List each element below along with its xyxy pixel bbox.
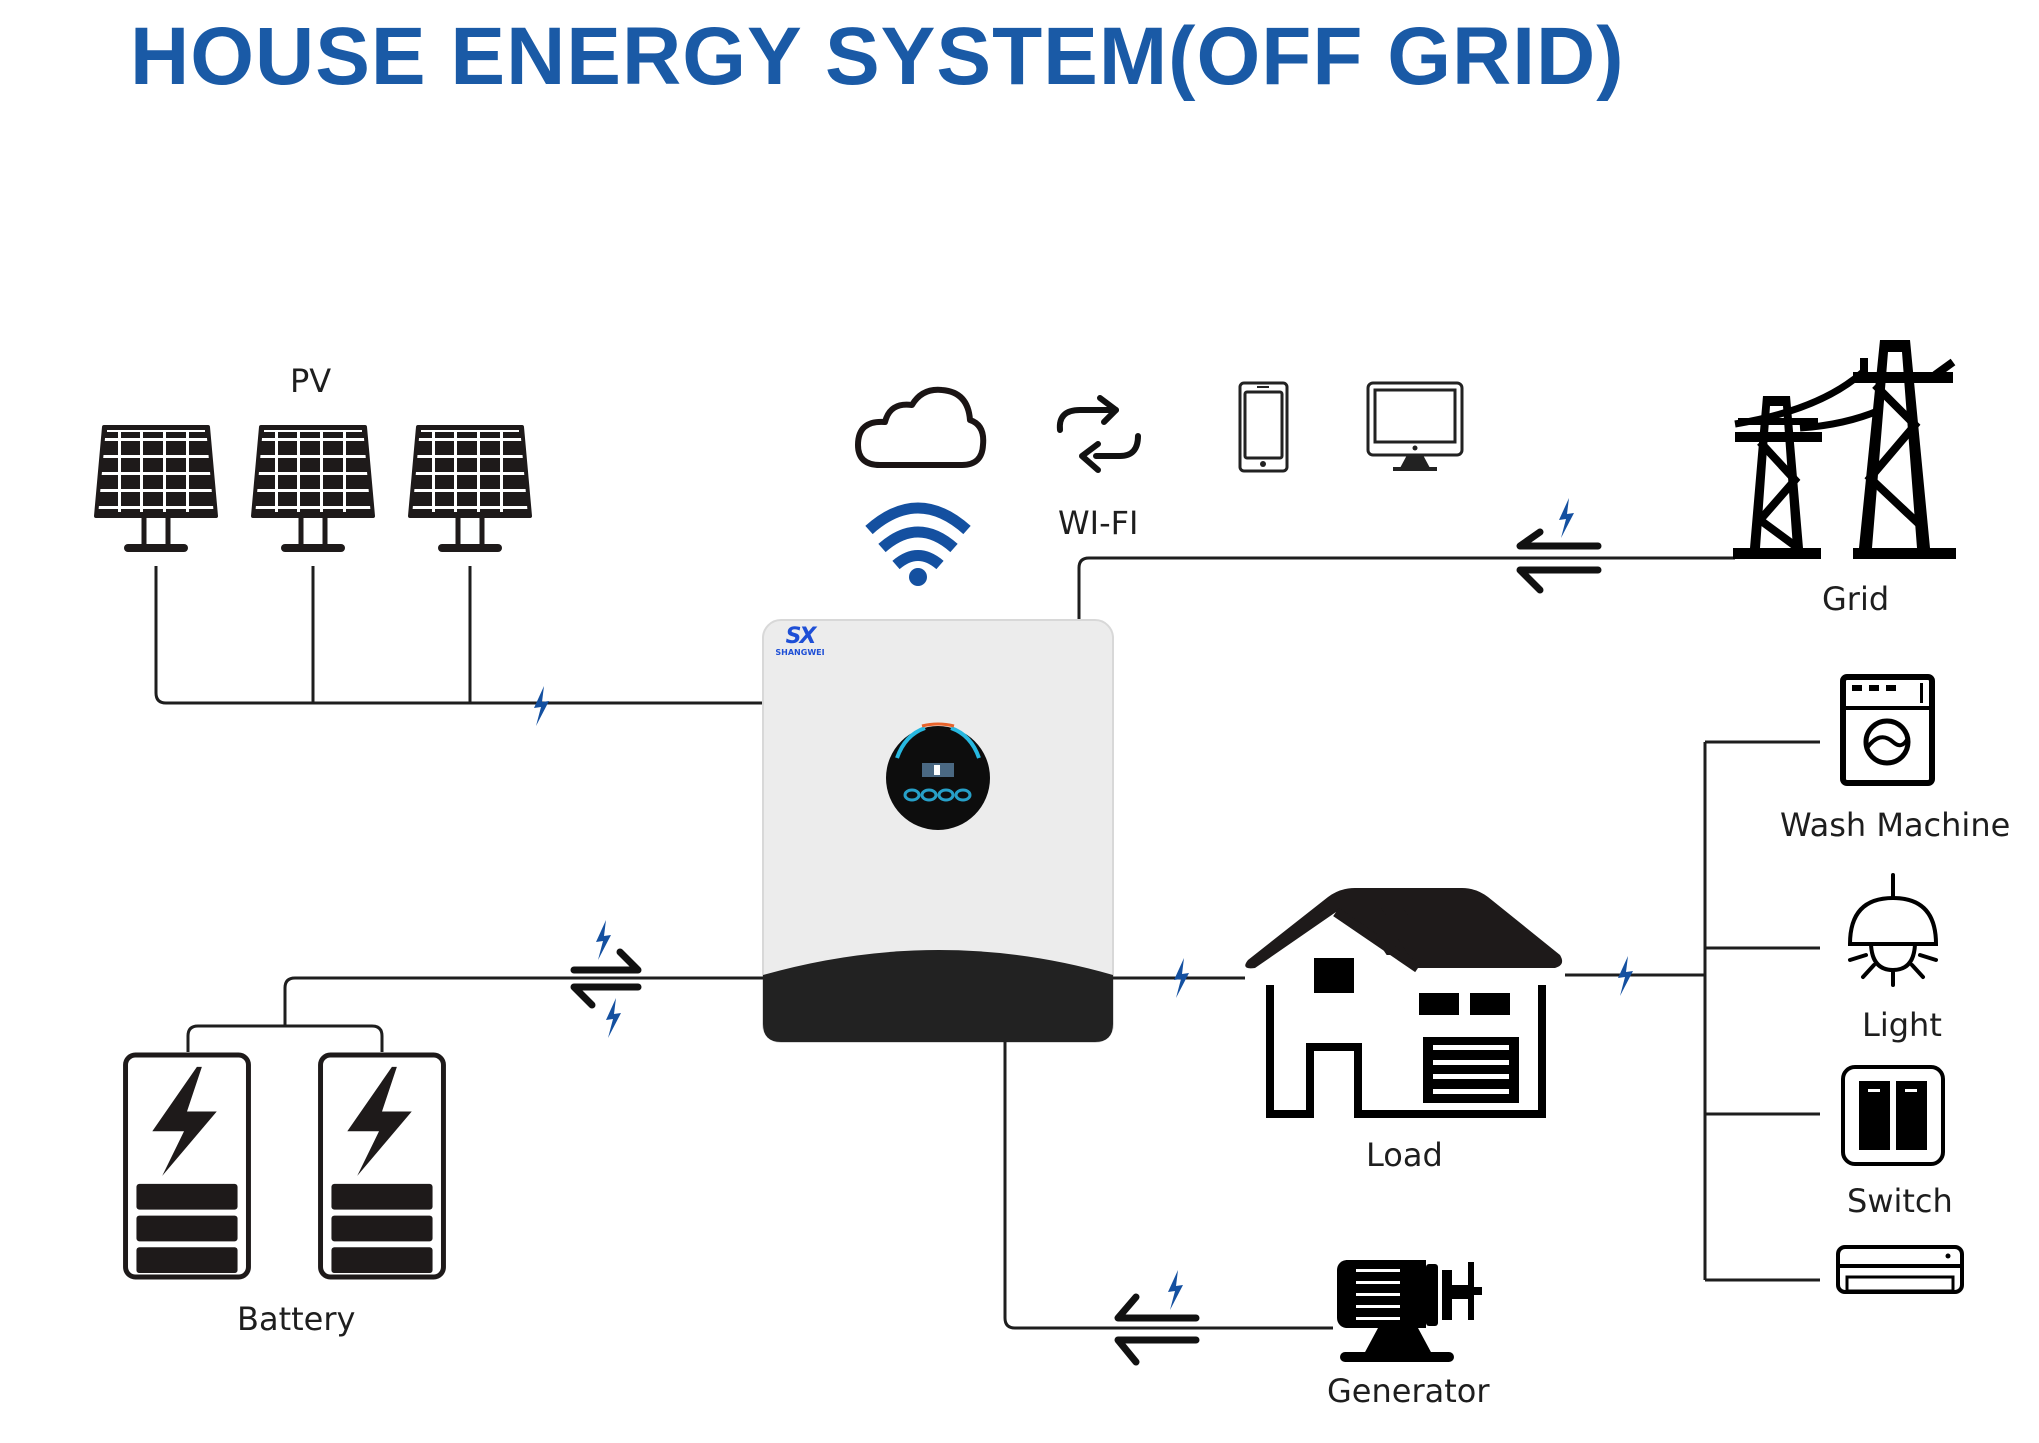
wifi-dot: [909, 568, 927, 586]
inverter-brand-logo: SX SHANGWEI: [770, 626, 830, 658]
generator-flow-bolt-icon: [1168, 1270, 1183, 1310]
inverter-device: [762, 619, 1114, 1043]
wifi-label: WI-FI: [1058, 504, 1139, 542]
appliance-label-wash-machine: Wash Machine: [1780, 806, 2011, 844]
wifi-icon: [865, 502, 971, 570]
smartphone-icon: [1238, 381, 1289, 473]
solar-panel-icon: [96, 427, 216, 552]
battery-icon: [126, 1055, 249, 1277]
brand-name: SHANGWEI: [775, 648, 825, 657]
battery-flow-bolt-icon: [596, 920, 611, 960]
generator-icon: [1337, 1260, 1482, 1362]
pv-panels: [96, 427, 530, 552]
grid-flow-bolt-icon: [1559, 498, 1574, 538]
grid-label: Grid: [1822, 580, 1890, 618]
pv-flow-bolt-icon: [534, 686, 549, 726]
grid-wiring: [1077, 556, 1735, 620]
solar-panel-icon: [410, 427, 530, 552]
monitor-icon: [1366, 381, 1464, 471]
solar-panel-icon: [253, 427, 373, 552]
appliance-label-light: Light: [1862, 1006, 1942, 1044]
battery-icon: [321, 1055, 444, 1277]
battery-label: Battery: [237, 1300, 356, 1338]
generator-label: Generator: [1327, 1372, 1490, 1410]
inverter-display: [886, 726, 990, 830]
load-wiring: [1113, 973, 1705, 980]
ceiling-light-icon: [1847, 873, 1939, 987]
battery-flow-bolt-icon: [606, 998, 621, 1038]
cloud-icon: [855, 386, 987, 468]
battery-wiring: [186, 976, 763, 1052]
wall-switch-icon: [1841, 1065, 1945, 1166]
load-label: Load: [1366, 1136, 1443, 1174]
appliance-label-switch: Switch: [1847, 1182, 1953, 1220]
generator-wiring: [1003, 1042, 1333, 1330]
page-title: HOUSE ENERGY SYSTEM(OFF GRID): [130, 11, 1625, 102]
air-conditioner-icon: [1836, 1245, 1964, 1294]
washing-machine-icon: [1840, 674, 1935, 786]
appliance-bus: [1703, 740, 1820, 1282]
grid-tower-icon: [1733, 340, 1956, 559]
house-icon: [1245, 888, 1563, 1118]
pv-label: PV: [290, 362, 332, 400]
battery-flow-arrows-icon: [570, 948, 642, 1009]
sync-arrows-icon: [1056, 395, 1141, 473]
grid-flow-arrows-icon: [1516, 528, 1602, 594]
generator-flow-arrows-icon: [1114, 1293, 1200, 1366]
pv-wiring: [154, 566, 763, 705]
brand-mark: SX: [785, 624, 817, 649]
